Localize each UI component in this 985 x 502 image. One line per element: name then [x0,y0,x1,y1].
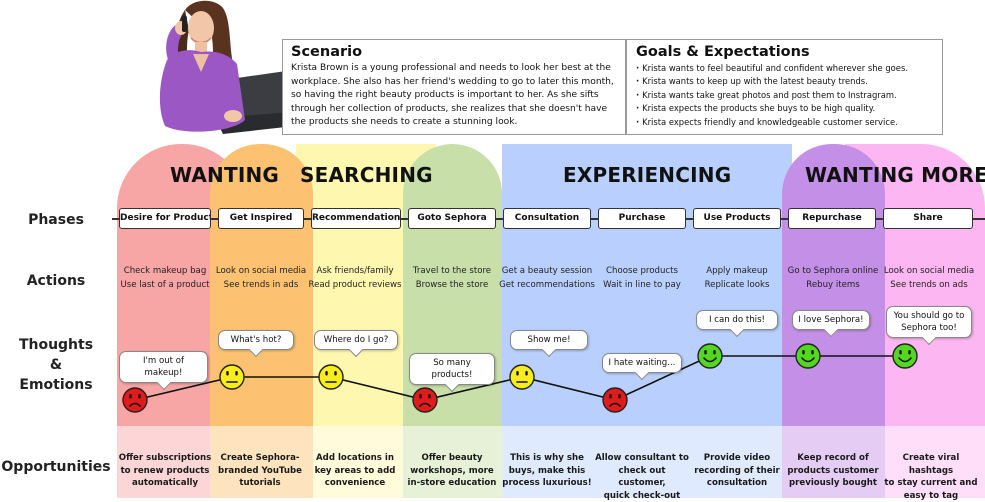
phase-consultation: Consultation [503,208,591,229]
row-label-thoughts: Thoughts [18,337,94,353]
goal-item: Krista wants take great photos and post … [636,89,936,102]
thought-bubble: Where do I go? [314,330,398,350]
row-label-phases: Phases [28,212,84,228]
thought-bubble: Show me! [510,330,588,350]
emotion-face-neutral-icon [509,364,535,390]
phase-use-products: Use Products [693,208,781,229]
thought-bubble: I can do this! [696,310,778,330]
thought-bubble: What's hot? [218,330,294,350]
stage-searching: SEARCHING [300,163,433,187]
emotion-face-sad-icon [412,387,438,413]
goal-item: Krista expects the products she buys to … [636,102,936,115]
phase-repurchase: Repurchase [788,208,876,229]
thought-bubble: So many products! [409,353,495,385]
phase-purchase: Purchase [598,208,686,229]
goals-title: Goals & Expectations [636,44,810,60]
row-label-opportunities: Opportunities [1,459,111,475]
emotion-face-sad-icon [602,387,628,413]
stage-wanting: WANTING [170,163,280,187]
scenario-title: Scenario [291,44,363,60]
persona-illustration [159,0,295,134]
emotion-face-happy-icon [795,343,821,369]
emotion-face-sad-icon [122,387,148,413]
stage-wanting-more: WANTING MORE [805,163,985,187]
emotion-face-happy-icon [697,343,723,369]
stage-experiencing: EXPERIENCING [563,163,732,187]
row-label-ampersand: & [49,357,63,373]
thought-bubble: You should go to Sephora too! [886,306,972,338]
row-label-actions: Actions [26,273,86,289]
phase-share: Share [883,208,973,229]
phase-recommendations: Recommendations [311,208,401,229]
goal-item: Krista expects friendly and knowledgeabl… [636,116,936,129]
scenario-text: Krista Brown is a young professional and… [291,63,614,128]
emotion-face-happy-icon [892,343,918,369]
goals-panel: Goals & Expectations Krista wants to fee… [626,39,943,135]
emotion-face-neutral-icon [219,364,245,390]
scenario-panel: Scenario Krista Brown is a young profess… [282,39,626,135]
phase-get-inspired: Get Inspired [218,208,304,229]
goals-list: Krista wants to feel beautiful and confi… [636,62,936,129]
goal-item: Krista wants to keep up with the latest … [636,75,936,88]
thought-bubble: I'm out of makeup! [119,351,208,383]
goal-item: Krista wants to feel beautiful and confi… [636,62,936,75]
phase-desire-for-product: Desire for Product [119,208,211,229]
emotion-face-neutral-icon [318,364,344,390]
thought-bubble: I hate waiting... [602,353,682,373]
thought-bubble: I love Sephora! [792,310,870,330]
row-label-emotions: Emotions [19,377,93,393]
opportunities-band [117,426,985,498]
phase-goto-sephora: Goto Sephora [408,208,496,229]
